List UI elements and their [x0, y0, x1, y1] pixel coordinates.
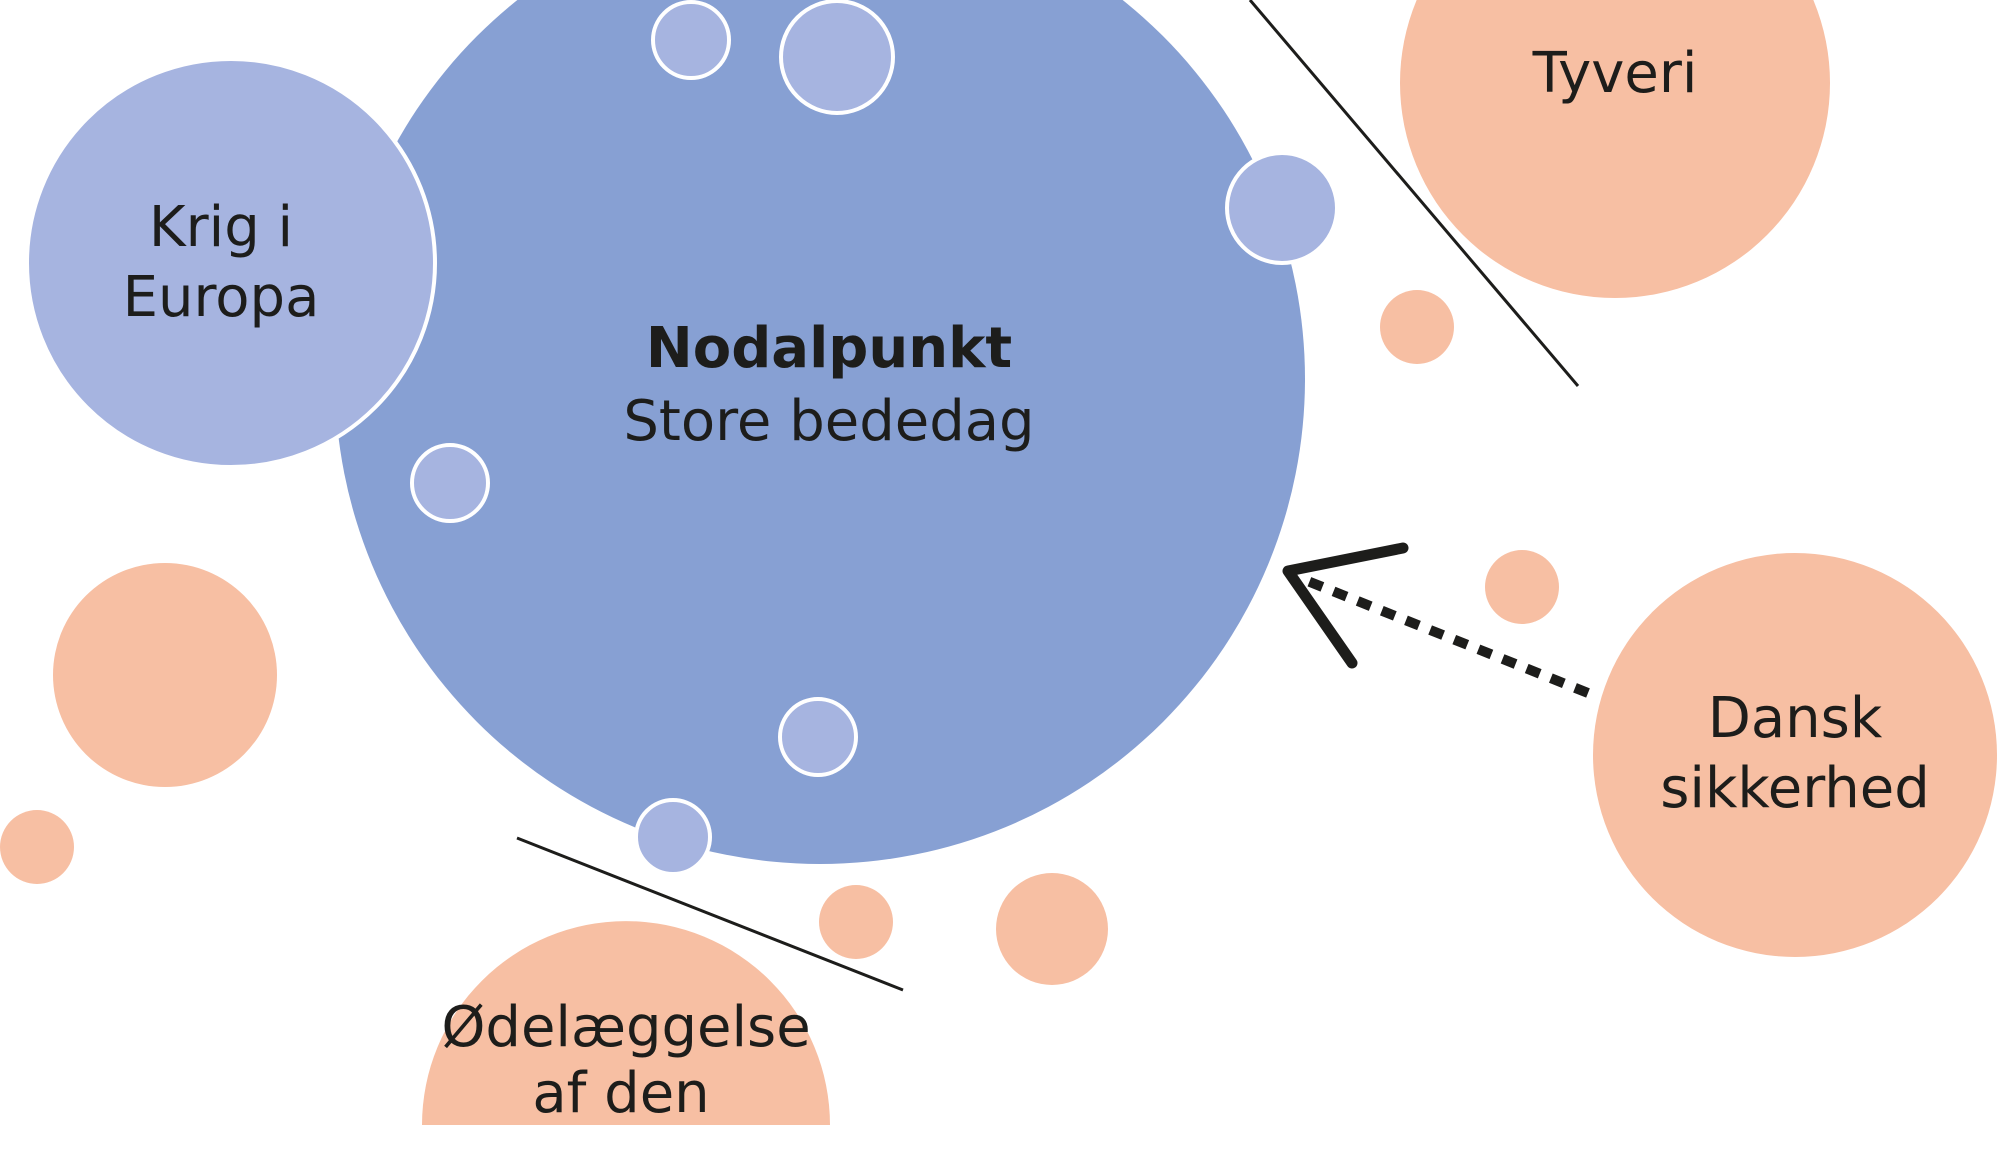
small-related-node	[410, 443, 490, 523]
separator-line	[516, 836, 904, 992]
security-node	[1593, 553, 1997, 957]
destruction-label-line1: Ødelæggelse	[441, 995, 810, 1060]
separator-line	[1248, 0, 1580, 387]
small-threat-node	[1485, 550, 1559, 624]
small-threat-node	[0, 810, 74, 884]
destruction-label-line2: af den	[532, 1061, 709, 1126]
small-threat-node	[819, 885, 893, 959]
small-threat-node	[996, 873, 1108, 985]
war-node	[25, 57, 437, 469]
security-label-line2: sikkerhed	[1660, 756, 1930, 821]
small-related-node	[634, 798, 712, 876]
security-label-line1: Dansk	[1708, 686, 1883, 751]
small-related-node	[778, 697, 858, 777]
small-related-node	[651, 0, 731, 80]
small-threat-node	[1380, 290, 1454, 364]
central-node	[335, 0, 1305, 864]
war-label-line1: Krig i	[149, 195, 293, 260]
small-threat-node	[53, 563, 277, 787]
war-label-line2: Europa	[123, 265, 320, 330]
theft-node	[1400, 0, 1830, 298]
small-related-node	[779, 0, 895, 115]
central-subtitle: Store bededag	[623, 389, 1034, 454]
theft-label: Tyveri	[1532, 41, 1698, 106]
central-title: Nodalpunkt	[646, 316, 1012, 381]
small-related-node	[1225, 151, 1339, 265]
arrowhead-icon	[1282, 542, 1409, 669]
destruction-node	[422, 921, 830, 1125]
